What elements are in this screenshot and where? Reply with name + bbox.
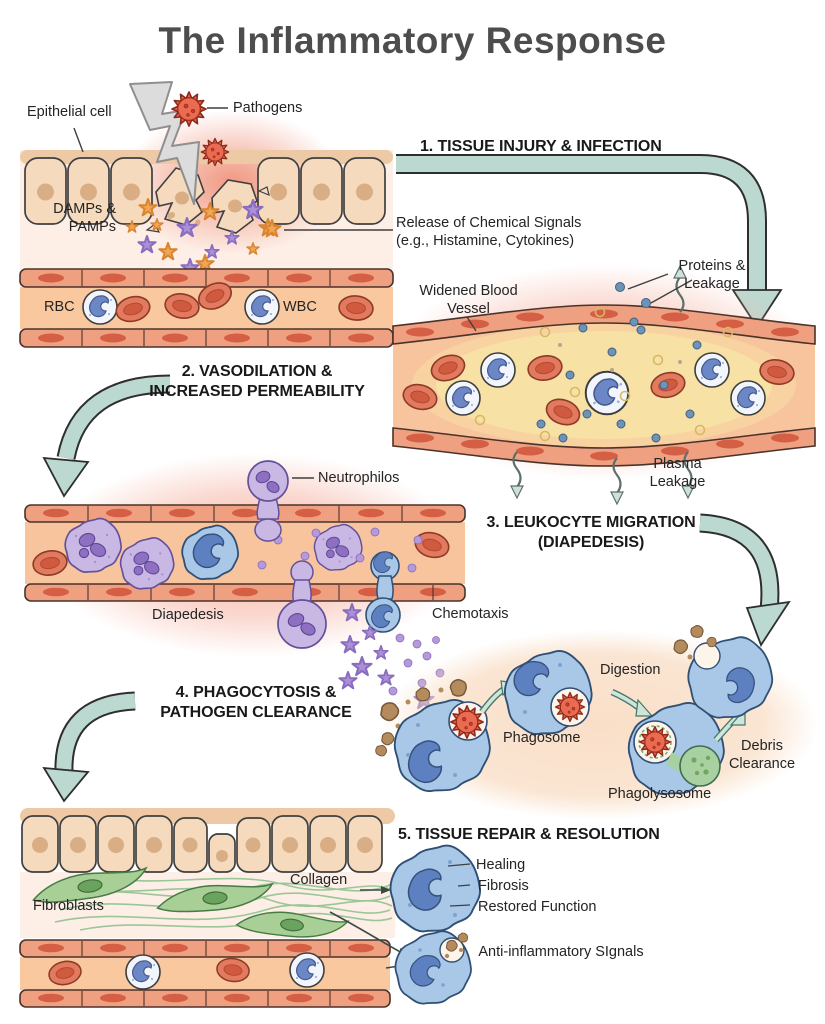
repair-cells (389, 844, 482, 1005)
repair-scene (19, 808, 415, 1008)
healing-cell (389, 844, 482, 933)
label-phagosome: Phagosome (503, 730, 581, 746)
vessel-normal (19, 268, 394, 348)
label-fibroblasts: Fibroblasts (33, 898, 104, 914)
label-digestion: Digestion (600, 662, 661, 678)
label-chemotaxis: Chemotaxis (432, 606, 509, 622)
damp-pamp-signals (125, 198, 393, 277)
phagocyte-phagosome (503, 649, 593, 735)
label-debris-clearance: Debris Clearance (728, 738, 796, 772)
label-epithelial-cell: Epithelial cell (27, 104, 112, 120)
diapedesis-scene (24, 453, 466, 710)
leukocyte-exit-bottom (365, 551, 401, 633)
label-damps-pamps: DAMPs & PAMPs (53, 201, 116, 235)
diapedesis-cell-bottom (277, 560, 327, 649)
heading-step3: 3. LEUKOCYTE MIGRATION (DIAPEDESIS) (486, 514, 696, 551)
heading-step1: 1. TISSUE INJURY & INFECTION (420, 138, 662, 155)
label-phagolysosome: Phagolysosome (608, 786, 712, 802)
label-wbc: WBC (283, 299, 317, 315)
vasodilation-scene (384, 264, 824, 506)
label-neutrophils: Neutrophilos (318, 470, 400, 486)
restored-epithelium (21, 815, 383, 873)
vessel-repaired (19, 939, 391, 1008)
small-arrow-icon (610, 689, 654, 717)
arrow-step3 (699, 513, 791, 647)
label-plasma-leakage: Plasma Leakage (649, 456, 706, 490)
heading-step5: 5. TISSUE REPAIR & RESOLUTION (398, 826, 660, 843)
damaged-cells (145, 167, 270, 234)
phagocyte-debris-release (673, 622, 774, 719)
label-pathogens: Pathogens (233, 100, 303, 116)
label-collagen: Collagen (290, 872, 348, 888)
label-rbc: RBC (44, 299, 75, 315)
label-anti-inflammatory: Anti-inflammatory SIgnals (478, 944, 644, 960)
arrow-step2 (42, 374, 171, 498)
diapedesis-cell-top (247, 460, 289, 542)
anti-inflammatory-cell (394, 930, 472, 1005)
label-widened-vessel: Widened Blood Vessel (419, 283, 518, 317)
arrow-step4 (42, 691, 136, 803)
label-fibrosis: Fibrosis (478, 878, 529, 894)
protein-dots (536, 282, 702, 443)
label-diapedesis: Diapedesis (152, 607, 224, 623)
label-chemical-signals: Release of Chemical Signals (e.g., Hista… (396, 215, 582, 249)
label-restored-function: Restored Function (478, 899, 597, 915)
phagocyte-engulfing (393, 698, 491, 793)
phagocyte-phagolysosome (627, 701, 725, 796)
phagocytosis-scene (373, 622, 818, 820)
heading-step4: 4. PHAGOCYTOSIS & PATHOGEN CLEARANCE (160, 684, 352, 721)
heading-step2: 2. VASODILATION & INCREASED PERMEABILITY (149, 363, 365, 400)
label-proteins-leakage: Proteins & Leakage (678, 258, 746, 292)
label-healing: Healing (476, 857, 526, 873)
page-title: The Inflammatory Response (158, 20, 667, 61)
